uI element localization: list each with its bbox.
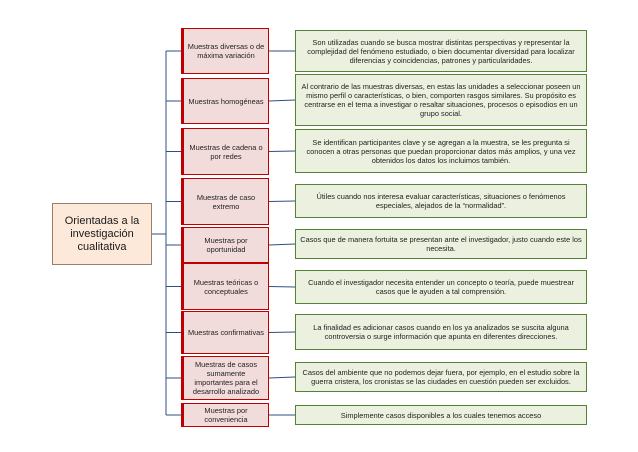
description-node: La finalidad es adicionar casos cuando e… [295, 314, 587, 350]
description-connector [268, 331, 296, 333]
description-node: Se identifican participantes clave y se … [295, 129, 587, 173]
description-connector [268, 243, 296, 246]
category-node: Muestras de caso extremo [181, 178, 269, 225]
category-node: Muestras por conveniencia [181, 403, 269, 427]
description-connector [268, 376, 296, 379]
description-connector [268, 286, 296, 288]
description-connector [268, 99, 296, 102]
category-node: Muestras de casos sumamente importantes … [181, 356, 269, 400]
description-node: Cuando el investigador necesita entender… [295, 270, 587, 304]
category-node: Muestras por oportunidad [181, 227, 269, 263]
description-node: Casos del ambiente que no podemos dejar … [295, 362, 587, 392]
category-node: Muestras homogéneas [181, 78, 269, 124]
description-node: Útiles cuando nos interesa evaluar carac… [295, 184, 587, 218]
root-node: Orientadas a la investigación cualitativ… [52, 203, 152, 265]
description-node: Casos que de manera fortuita se presenta… [295, 229, 587, 259]
category-node: Muestras confirmativas [181, 311, 269, 354]
description-connector [268, 200, 296, 202]
category-node: Muestras de cadena o por redes [181, 128, 269, 175]
description-node: Simplemente casos disponibles a los cual… [295, 405, 587, 425]
description-connector [268, 150, 296, 152]
category-node: Muestras teóricas o conceptuales [181, 263, 269, 310]
description-node: Son utilizadas cuando se busca mostrar d… [295, 30, 587, 72]
category-node: Muestras diversas o de máxima variación [181, 28, 269, 74]
description-node: Al contrario de las muestras diversas, e… [295, 74, 587, 126]
